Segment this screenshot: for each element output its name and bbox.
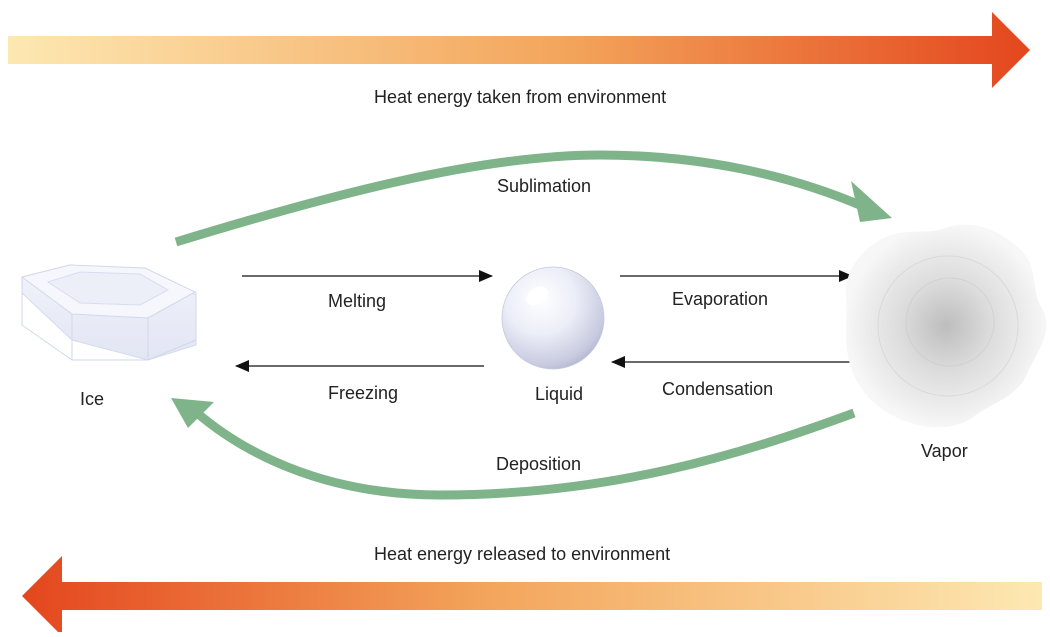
ice-hexagon [20,264,197,361]
heat-taken-label: Heat energy taken from environment [374,87,667,107]
condensation-label: Condensation [662,379,774,399]
sublimation-arrow [174,150,892,247]
heat-taken-arrow [8,12,1030,88]
vapor-label: Vapor [921,441,968,461]
liquid-label: Liquid [535,384,584,404]
sublimation-label: Sublimation [497,176,592,196]
deposition-arrow [171,398,856,500]
melting-label: Melting [328,291,387,311]
heat-released-arrow [22,556,1042,636]
evaporation-label: Evaporation [672,289,769,309]
freezing-label: Freezing [328,383,399,403]
vapor-cloud [845,224,1047,428]
liquid-sphere [501,266,605,370]
ice-label: Ice [80,389,105,409]
heat-released-label: Heat energy released to environment [374,544,671,564]
deposition-label: Deposition [496,454,582,474]
